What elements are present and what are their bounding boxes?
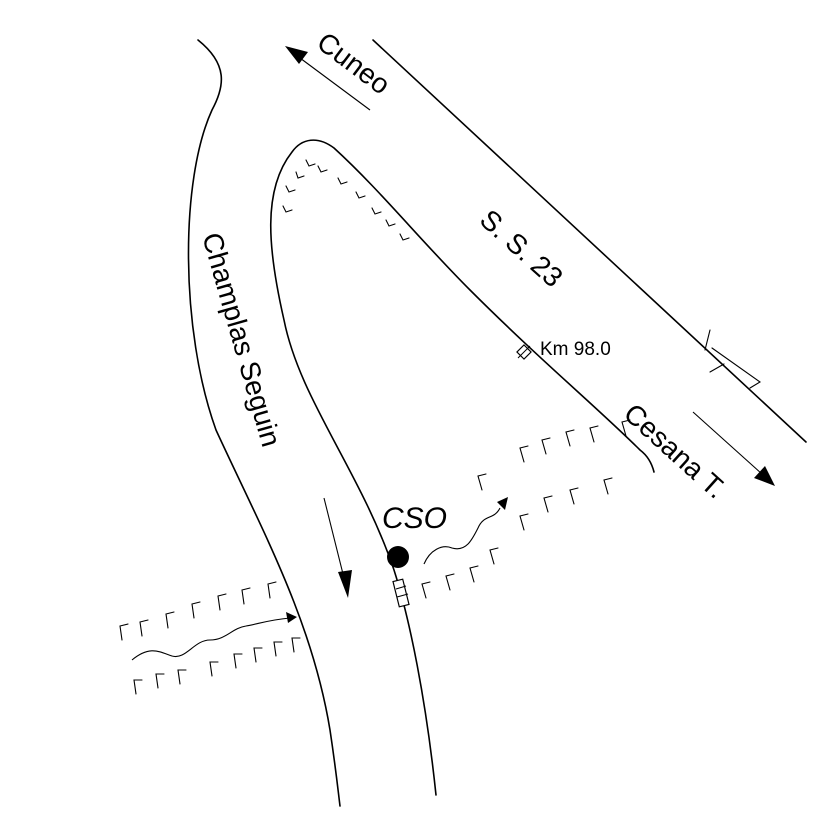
ss23-label: S. S. 23 [474,203,569,293]
arrow-to-cuneo-icon [285,46,371,111]
cso-station-marker-icon [387,546,409,568]
cuneo-label: Cuneo [311,26,396,100]
left-stream-bank-ticks [119,581,301,695]
embankment-ticks-loop [282,159,410,241]
cesana-label: Cesana T. [618,397,732,504]
right-stream-bank-ticks [421,419,631,599]
ss23-edge-feature [704,329,762,389]
ss23-road-edge [372,39,807,443]
right-stream-icon [423,497,508,565]
champlas-road-left-edge [187,39,341,807]
left-stream-icon [131,612,297,661]
km-marker-icon [516,344,532,360]
arrow-down-champlas-icon [323,497,352,598]
cso-label: CSO [382,502,447,535]
km-label: Km 98.0 [540,339,611,360]
champlas-road-right-edge [269,139,655,796]
cso-station-mast-icon [392,578,410,608]
arrow-to-cesana-icon [692,411,775,486]
